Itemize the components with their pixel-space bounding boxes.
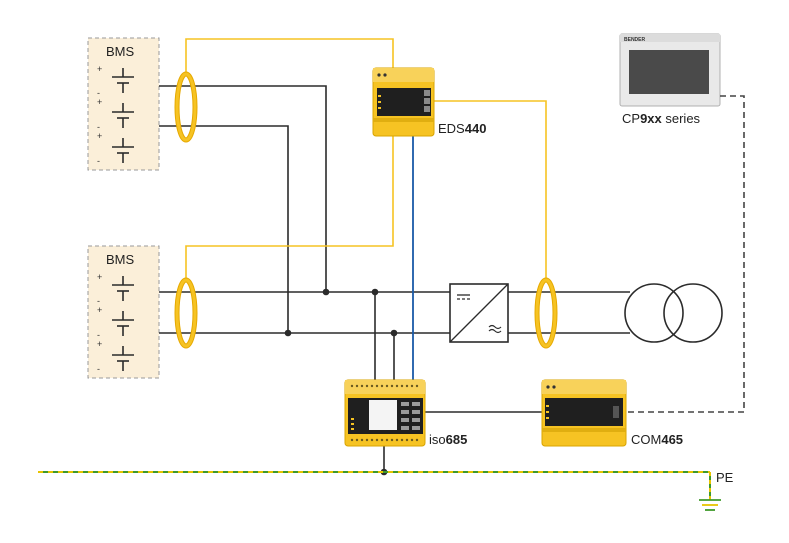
iso685-label: iso685 (429, 432, 467, 447)
battery-cell-icon (112, 68, 134, 93)
cp9xx-label: CP9xx series (622, 111, 701, 126)
pe-label: PE (716, 470, 734, 485)
polarity-mark: - (97, 364, 100, 374)
polarity-mark: - (97, 122, 100, 132)
polarity-mark: + (97, 339, 102, 349)
com465-device (541, 379, 627, 447)
polarity-mark: + (97, 64, 102, 74)
measuring-lines (185, 38, 547, 282)
battery-cell-icon (112, 311, 134, 336)
dc-wiring (159, 85, 630, 472)
inverter-icon (449, 283, 509, 343)
current-transformer-icon (534, 277, 558, 349)
bms-label: BMS (106, 44, 135, 59)
battery-cell-icon (112, 138, 134, 163)
battery-cell-icon (112, 346, 134, 371)
bms-box-bottom: BMS + - + - + - (87, 245, 160, 379)
polarity-mark: + (97, 272, 102, 282)
communication-link (626, 95, 745, 413)
polarity-mark: + (97, 97, 102, 107)
battery-cell-icon (112, 276, 134, 301)
polarity-mark: + (97, 305, 102, 315)
junction-dots (284, 288, 398, 476)
battery-cell-icon (112, 103, 134, 128)
iso685-device (344, 379, 426, 447)
polarity-mark: + (97, 131, 102, 141)
current-transformer-icon (174, 71, 198, 143)
transformer-icon (624, 283, 723, 343)
ground-icon (699, 499, 721, 511)
polarity-mark: - (97, 330, 100, 340)
polarity-mark: - (97, 156, 100, 166)
eds440-label: EDS440 (438, 121, 486, 136)
bms-box-top: BMS + - + - + - (87, 37, 160, 171)
polarity-mark: - (97, 88, 100, 98)
com465-label: COM465 (631, 432, 683, 447)
polarity-mark: - (97, 296, 100, 306)
current-transformer-icon (174, 277, 198, 349)
cp9xx-panel: BENDER (619, 33, 721, 107)
bms-label: BMS (106, 252, 135, 267)
cp9xx-brand: BENDER (624, 37, 646, 43)
eds440-device (372, 67, 435, 137)
pe-conductor (38, 471, 711, 500)
